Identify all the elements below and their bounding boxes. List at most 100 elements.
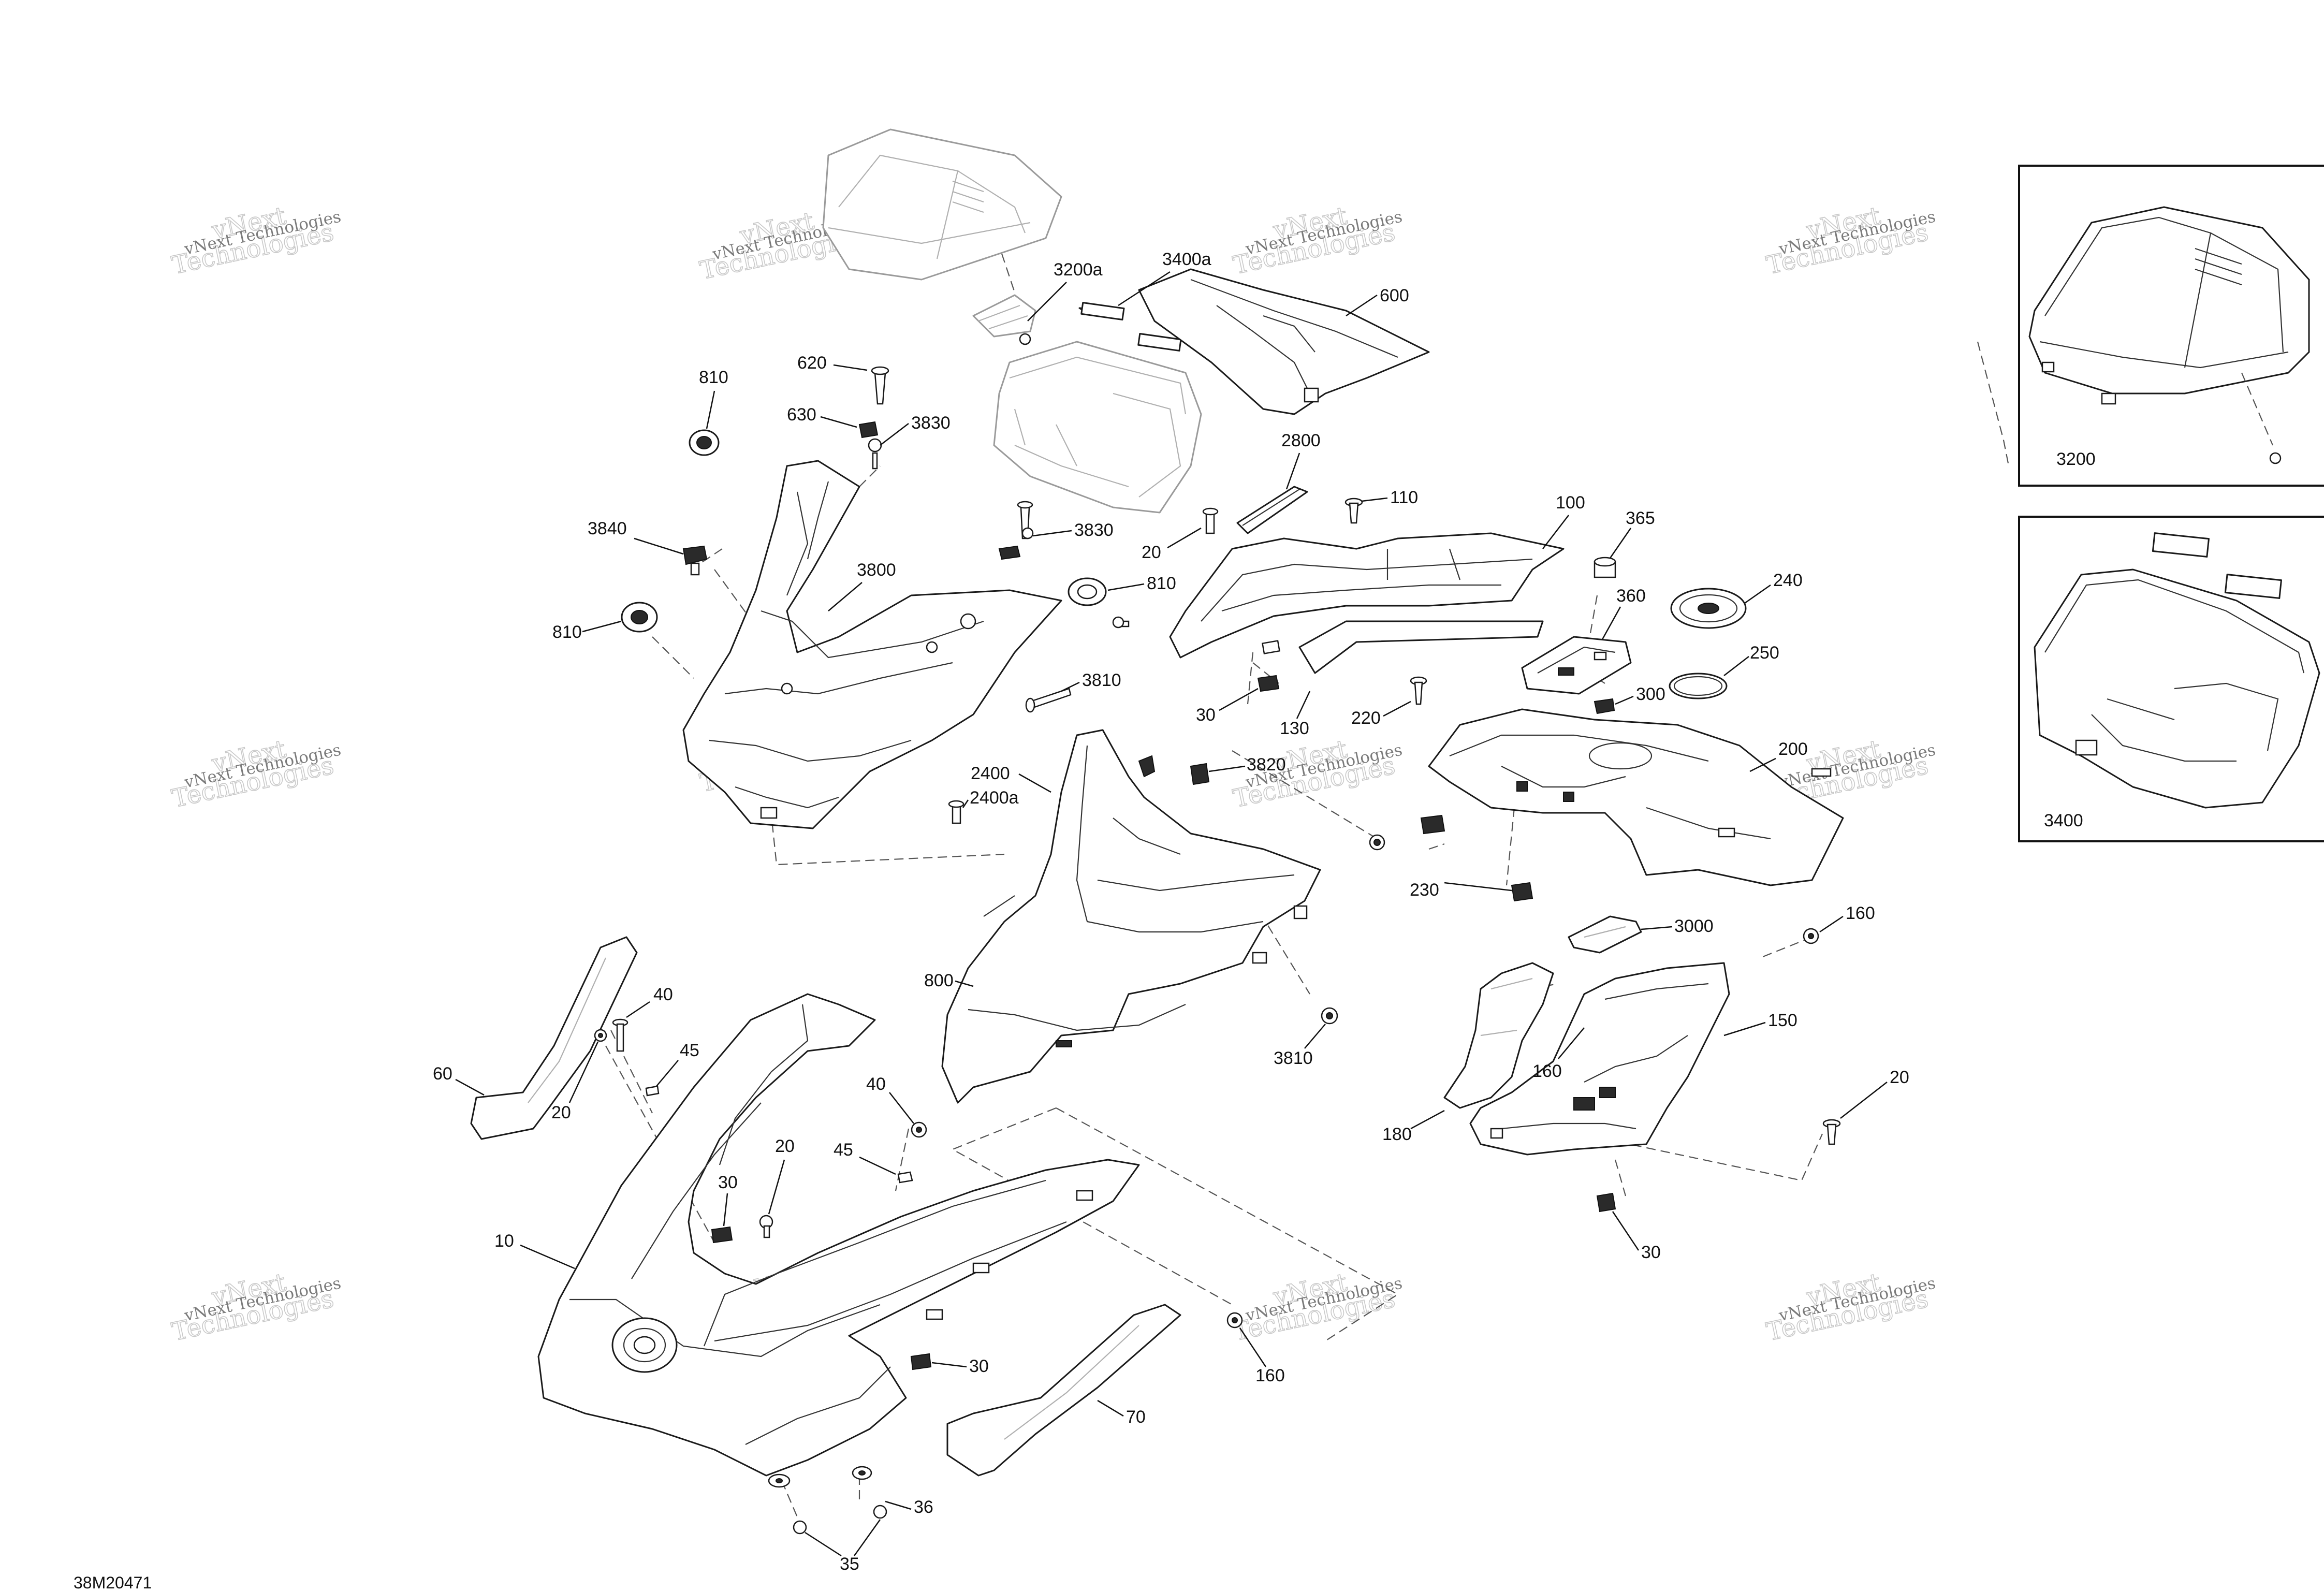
callout-30d: 30 [1612,1211,1661,1262]
svg-text:20: 20 [775,1136,795,1156]
cover-3200-faint [822,128,1062,281]
svg-text:60: 60 [433,1064,452,1084]
svg-text:3000: 3000 [1674,916,1714,936]
svg-text:160: 160 [1255,1366,1285,1385]
svg-text:110: 110 [1390,488,1418,507]
callout-3800: 3800 [828,560,896,611]
svg-text:40: 40 [866,1074,886,1094]
screw-110 [1344,498,1363,524]
callout-230: 230 [1410,880,1512,900]
svg-text:230: 230 [1410,880,1439,900]
callout-40b: 40 [866,1074,914,1124]
svg-text:20: 20 [1142,543,1161,562]
callout-630: 630 [787,405,857,428]
callout-2400: 2400 [971,764,1051,793]
frame-3800 [682,460,1062,829]
trim-70 [946,1304,1181,1477]
svg-text:2400a: 2400a [970,788,1019,808]
rear-cover-600 [1138,268,1430,415]
callout-160c: 160 [1239,1327,1285,1385]
watermark-1: Technologies vNext vNext Technologies [169,201,343,281]
callout-3000: 3000 [1641,916,1714,936]
callout-220: 220 [1351,700,1411,728]
foam-pads-3400a [1078,302,1182,352]
svg-text:70: 70 [1126,1407,1146,1427]
svg-text:20: 20 [1890,1068,1909,1087]
svg-text:240: 240 [1773,571,1803,590]
svg-text:130: 130 [1280,719,1309,738]
callout-810b: 810 [552,620,622,642]
watermark-9: Technologies vNext vNext Technologies [169,1267,343,1347]
screw-2400 [948,800,1385,851]
clip-30-c [910,1353,932,1370]
grommet-810-a [689,429,720,456]
callout-35: 35 [805,1519,881,1574]
svg-text:620: 620 [797,353,827,373]
screw-20-a [1112,507,1219,629]
svg-text:36: 36 [914,1497,933,1517]
svg-text:360: 360 [1616,586,1646,606]
svg-text:20: 20 [551,1103,571,1122]
callout-3400a: 3400a [1118,250,1211,306]
svg-text:3810: 3810 [1274,1048,1313,1068]
svg-text:160: 160 [1846,903,1875,923]
callout-20a: 20 [1142,527,1202,562]
trim-130 [1298,620,1544,674]
storage-bin-3400-faint [993,341,1202,514]
screw-220 [1410,676,1427,705]
clip-300 [1594,698,1615,714]
callout-30b: 30 [718,1173,738,1227]
watermark-11: Technologies vNext vNext Technologies [1230,1267,1404,1347]
svg-text:810: 810 [1147,574,1176,593]
clip-30-a [1257,675,1280,692]
callout-160a: 160 [1819,903,1875,933]
callout-45b: 45 [834,1140,896,1175]
callout-810c: 810 [1107,574,1176,593]
callout-200: 200 [1749,739,1808,772]
diagram-id: 38M20471 [74,1573,152,1591]
callout-2800: 2800 [1281,431,1321,490]
callout-3830a: 3830 [880,413,951,446]
panel-360 [1521,636,1632,695]
callout-100: 100 [1542,493,1585,549]
callout-3840: 3840 [588,519,684,555]
callout-30c: 30 [931,1356,989,1376]
clips-230 [1420,814,1533,902]
callouts: 3200a 3400a 600 620 630 3830 810 2800 11… [433,250,1909,1574]
callout-36: 36 [885,1497,933,1517]
screw-3810-b [1321,1007,1338,1025]
callout-3820: 3820 [1208,755,1286,775]
svg-text:3820: 3820 [1247,755,1286,775]
svg-text:10: 10 [494,1231,514,1251]
fasteners-top-left [858,366,889,470]
callout-3810a: 3810 [1061,670,1121,692]
svg-text:45: 45 [834,1140,853,1160]
svg-text:250: 250 [1750,643,1779,663]
watermark-3: Technologies vNext vNext Technologies [1230,201,1404,281]
trim-2800 [1236,486,1308,534]
trim-180 [1443,962,1554,1109]
front-fairing-10 [537,993,1140,1477]
callout-150: 150 [1723,1011,1797,1037]
callout-3810b: 3810 [1274,1024,1326,1068]
svg-text:30: 30 [718,1173,738,1192]
callout-60: 60 [433,1064,485,1096]
callout-810a: 810 [699,368,728,429]
fastener-3830-b [998,501,1034,560]
washer-160-a [1803,928,1819,944]
callout-40a: 40 [626,985,673,1018]
callout-130: 130 [1280,691,1311,738]
svg-text:630: 630 [787,405,816,425]
svg-text:810: 810 [552,622,582,642]
callout-300: 300 [1615,684,1665,705]
callout-620: 620 [797,353,868,373]
svg-text:2400: 2400 [971,764,1010,783]
callout-600: 600 [1346,286,1409,317]
svg-text:200: 200 [1778,739,1808,759]
svg-text:2800: 2800 [1281,431,1321,450]
callout-160b: 160 [1532,1027,1585,1081]
fastener-3840 [682,545,708,576]
tank-panel-200 [1428,708,1844,886]
